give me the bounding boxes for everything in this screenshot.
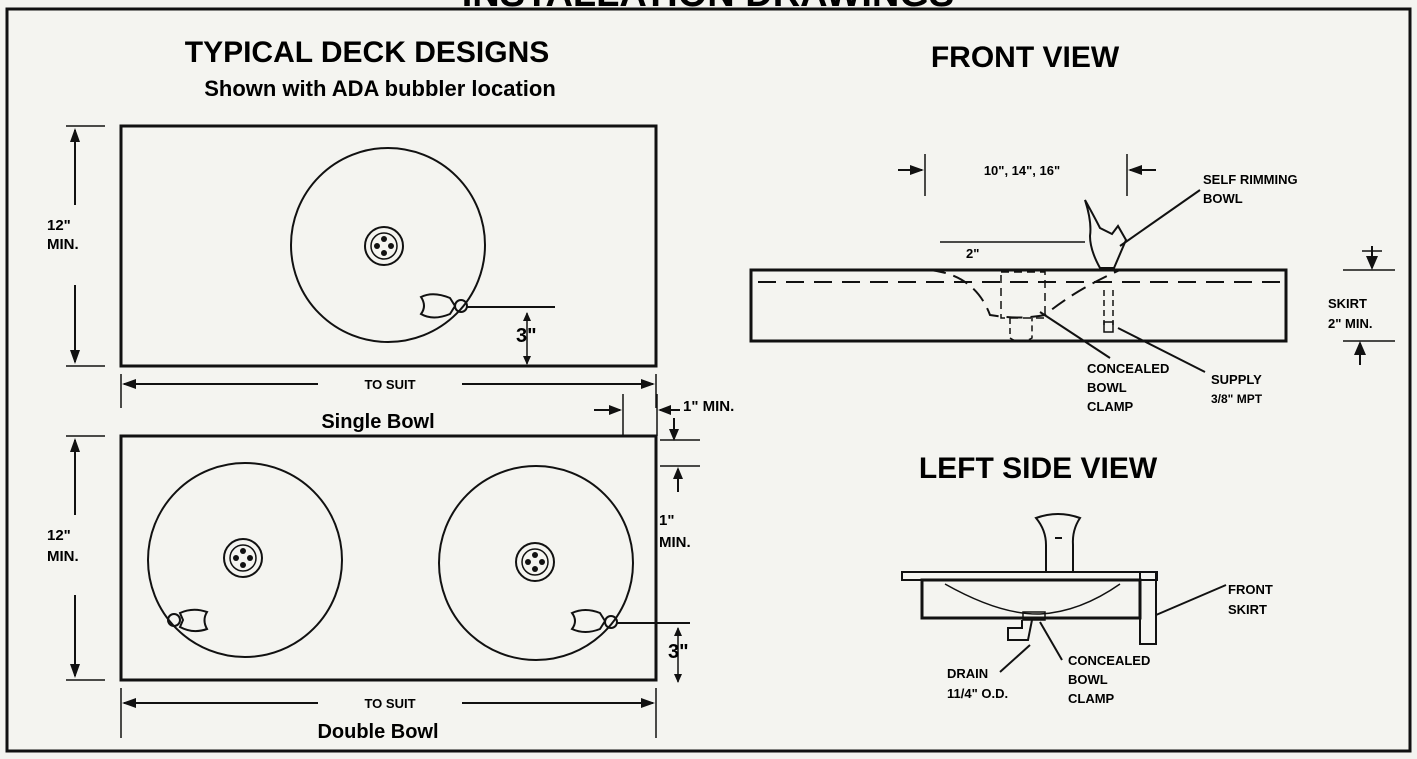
deck-designs-title: TYPICAL DECK DESIGNS [185, 36, 550, 69]
side-skirt-label-2: SKIRT [1228, 602, 1267, 617]
double-bowl-left-circle [147, 462, 343, 658]
front-rim-label: 2" [966, 246, 979, 261]
side-clamp-label-1: CONCEALED [1068, 653, 1150, 668]
front-size-arrowhead-right [1128, 165, 1142, 175]
front-bowl-label-2: BOWL [1203, 191, 1243, 206]
front-hidden-bowl-outline [929, 269, 1121, 319]
front-clamp-label-3: CLAMP [1087, 399, 1134, 414]
side-view-title: LEFT SIDE VIEW [919, 452, 1158, 485]
double-edge-label-1: 1" [659, 512, 674, 529]
side-clamp-label-3: CLAMP [1068, 691, 1115, 706]
double-height-label-1: 12" [47, 527, 71, 544]
single-bowl-caption: Single Bowl [321, 411, 434, 433]
double-height-label-2: MIN. [47, 548, 79, 565]
double-right-bubbler-icon [570, 609, 618, 633]
front-skirt-arrowhead-top [1366, 256, 1378, 270]
side-drain-label-1: DRAIN [947, 666, 988, 681]
side-deck-body [920, 578, 1142, 620]
side-clamp-block [1022, 611, 1046, 621]
gap-label: 1" MIN. [683, 398, 734, 415]
side-clamp-label-2: BOWL [1068, 672, 1108, 687]
front-view-title: FRONT VIEW [931, 41, 1120, 74]
single-height-label-1: 12" [47, 217, 71, 234]
double-left-bubbler-icon [167, 608, 209, 633]
gap-arrowhead-left [609, 405, 622, 415]
gap-vert-arrowhead-bottom [673, 467, 683, 479]
single-bubbler-icon [419, 293, 468, 319]
side-clamp-leader [1039, 621, 1063, 661]
double-edge-label-2: MIN. [659, 534, 691, 551]
double-deck-outline [119, 434, 658, 682]
front-bowl-label-1: SELF RIMMING [1203, 172, 1298, 187]
side-skirt-label-1: FRONT [1228, 582, 1273, 597]
front-supply-label-1: SUPPLY [1211, 372, 1262, 387]
front-skirt-arrowhead-bottom [1354, 341, 1366, 355]
front-supply-label-2: 3/8" MPT [1211, 392, 1263, 406]
front-clamp-leader [1039, 311, 1111, 359]
front-supply-fitting [1103, 321, 1114, 333]
single-bowl-circle [290, 147, 486, 343]
front-skirt-label-2: 2" MIN. [1328, 316, 1372, 331]
gap-vert-arrowhead-top [669, 429, 679, 441]
front-supply-leader [1117, 327, 1206, 373]
single-deck-outline [119, 124, 658, 368]
side-front-skirt [1139, 571, 1157, 645]
single-width-label: TO SUIT [364, 377, 415, 392]
side-bowl-outline [944, 583, 1121, 615]
front-clamp-hidden [1000, 271, 1046, 319]
front-deck-body [749, 268, 1288, 343]
front-size-arrowhead-left [910, 165, 924, 175]
double-bowl-caption: Double Bowl [317, 721, 438, 743]
double-width-label: TO SUIT [364, 696, 415, 711]
front-skirt-label-1: SKIRT [1328, 296, 1367, 311]
side-skirt-leader [1155, 584, 1227, 616]
single-offset-label: 3" [516, 325, 537, 347]
single-bowl-deck: 3" 12" MIN. TO SUIT Single Bowl [47, 124, 658, 433]
front-bowl-sizes-label: 10", 14", 16" [984, 163, 1060, 178]
deck-designs-subtitle: Shown with ADA bubbler location [204, 76, 556, 101]
sheet-frame [5, 7, 1412, 753]
double-left-drain-icon [223, 538, 263, 578]
side-bubbler-icon [1034, 513, 1082, 573]
front-view: FRONT VIEW 10", 14", 16" 2" SELF RIMMING… [749, 41, 1395, 414]
front-clamp-label-2: BOWL [1087, 380, 1127, 395]
gap-arrowhead-right [658, 405, 671, 415]
side-drain-leader [999, 644, 1031, 673]
double-bowl-deck: 3" 1" MIN. 12" MIN. TO SUIT Double Bowl [47, 434, 691, 743]
single-drain-icon [364, 226, 404, 266]
double-offset-label: 3" [668, 641, 689, 663]
front-clamp-label-1: CONCEALED [1087, 361, 1169, 376]
double-bowl-right-circle [438, 465, 634, 661]
front-bubbler-icon [1084, 199, 1128, 269]
front-drain-hidden [1009, 318, 1033, 343]
single-height-label-2: MIN. [47, 236, 79, 253]
side-drain-pipe [1007, 619, 1033, 641]
front-bowl-leader [1119, 189, 1201, 247]
side-drain-label-2: 11/4" O.D. [947, 686, 1008, 701]
double-right-drain-icon [515, 542, 555, 582]
left-side-view: LEFT SIDE VIEW FRONT SKIRT DRAIN 11/4" O… [901, 452, 1273, 706]
gap-dimension: 1" MIN. [594, 394, 734, 492]
